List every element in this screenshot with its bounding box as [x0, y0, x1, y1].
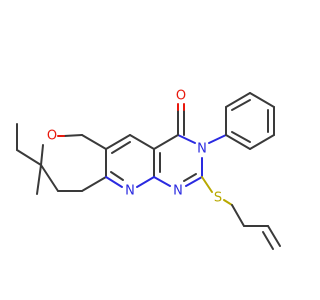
bond-to-nitrogen	[177, 134, 196, 144]
double-bond-inner	[183, 173, 197, 182]
bond	[105, 134, 131, 150]
atom-label-oxygen-ring: O	[47, 129, 57, 144]
molecule-structure-diagram: O O N N N S	[16, 89, 281, 250]
atom-label-nitrogen-pyridine: N	[125, 184, 135, 199]
bond	[40, 144, 44, 166]
bond-to-nitrogen	[105, 176, 123, 188]
bond-phenyl	[249, 134, 275, 150]
bond-phenyl	[225, 92, 251, 108]
double-bond-inner	[231, 99, 251, 111]
bond-to-nitrogen	[185, 176, 203, 187]
bond	[153, 134, 179, 150]
bond	[129, 134, 155, 150]
bond-phenyl	[225, 134, 251, 150]
double-bond-inner	[110, 171, 124, 181]
double-bond-inner	[231, 131, 251, 143]
atom-label-nitrogen-amide: N	[197, 142, 207, 157]
bond	[81, 134, 107, 150]
atom-label-nitrogen-imine: N	[173, 184, 183, 199]
bond-methyl	[36, 164, 42, 195]
bond-to-sulfur	[223, 199, 233, 206]
bond-ethyl	[16, 149, 42, 166]
double-bond-inner	[111, 141, 131, 154]
atom-label-sulfur: S	[214, 191, 222, 206]
bond-phenyl	[249, 92, 275, 108]
bond	[63, 134, 83, 137]
double-bond-inner	[262, 231, 274, 250]
bond	[81, 176, 107, 192]
bond-to-phenyl	[208, 134, 227, 144]
bond-to-nitrogen	[153, 176, 171, 187]
bond-allyl	[267, 225, 281, 247]
bond-allyl	[231, 204, 245, 227]
bond-to-nitrogen	[136, 176, 155, 188]
bond	[40, 164, 59, 192]
bond-to-sulfur	[201, 176, 213, 193]
atom-label-oxygen-carbonyl: O	[176, 89, 186, 104]
